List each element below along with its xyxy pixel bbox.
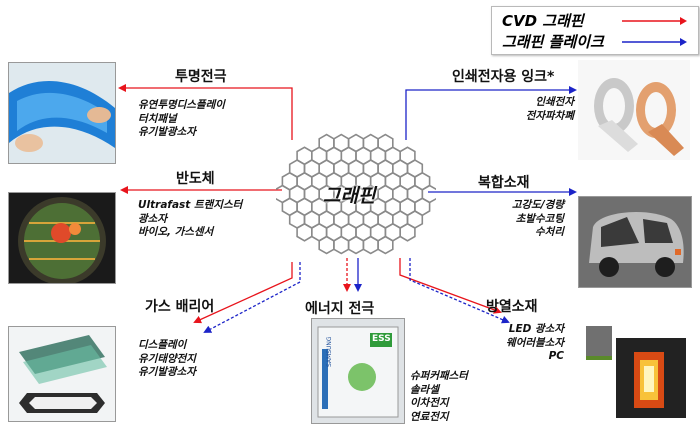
ess-cabinet-photo: ESS SAMSUNG — [311, 318, 405, 424]
hexagon-cell — [296, 222, 313, 242]
legend-flake-label: 그래핀 플레이크 — [502, 33, 604, 51]
list-item: 솔라셀 — [410, 383, 439, 396]
list-item: 초발수코팅 — [515, 212, 564, 225]
list-item: 연료전지 — [410, 410, 449, 423]
heat-dissipation-title: 방열소재 — [486, 299, 538, 315]
led-thermal-photo — [578, 316, 690, 422]
transparent-electrode-items: 유연투명디스플레이 터치패널 유기발광소자 — [138, 99, 225, 140]
legend-flake-arrow — [622, 38, 687, 46]
semiconductor-items: Ultrafast 트랜지스터 광소자 바이오, 가스센서 — [138, 199, 242, 240]
list-item: 디스플레이 — [138, 339, 187, 351]
list-item: 유기발광소자 — [138, 126, 196, 138]
hexagon-cell — [362, 235, 379, 255]
flexible-display-photo — [8, 62, 116, 164]
heat-dissipation-items: LED 광소자 웨어러블소자 PC — [474, 323, 564, 364]
tape-rolls-photo — [578, 60, 690, 160]
gas-barrier-items: 디스플레이 유기태양전지 유기발광소자 — [138, 339, 196, 380]
composite-items: 고강도/경량 초발수코팅 수처리 — [478, 199, 564, 240]
arrow-transparent-electrode — [118, 84, 293, 140]
barrier-film-photo — [8, 326, 116, 422]
list-item: 고강도/경량 — [511, 199, 564, 211]
graphene-hexagon-mesh — [276, 133, 436, 255]
center-graphene-label: 그래핀 — [323, 185, 376, 207]
hexagon-cell — [318, 235, 335, 255]
energy-electrode-title: 에너지 전극 — [305, 301, 375, 317]
gas-barrier-title: 가스 배리어 — [145, 299, 215, 315]
ess-brand-text: SAMSUNG — [326, 336, 333, 367]
list-item: 수처리 — [535, 226, 564, 238]
legend-box: CVD 그래핀 그래핀 플레이크 — [491, 6, 699, 55]
list-item: 유기발광소자 — [138, 366, 196, 378]
arrow-gas-barrier — [193, 262, 301, 333]
legend-cvd-label: CVD 그래핀 — [502, 12, 584, 30]
composite-title: 복합소재 — [478, 175, 530, 191]
list-item: 광소자 — [138, 212, 167, 225]
concept-car-photo — [578, 196, 692, 288]
list-item: 웨어러블소자 — [506, 336, 564, 349]
arrow-heat-dissipation — [399, 258, 510, 324]
list-item: 유기태양전지 — [138, 352, 196, 365]
list-item: 슈퍼커패스터 — [410, 370, 468, 382]
hexagon-cell — [333, 235, 350, 255]
list-item: 바이오, 가스센서 — [138, 226, 214, 238]
ess-badge-text: ESS — [372, 334, 391, 344]
arrow-energy-electrode — [343, 258, 362, 292]
list-item: 인쇄전자 — [535, 96, 574, 108]
hexagon-cell — [347, 235, 365, 255]
wafer-photo — [8, 192, 116, 284]
printed-ink-title: 인쇄전자용 잉크* — [452, 69, 555, 85]
hexagon-cell — [377, 235, 394, 255]
hexagon-cell — [399, 222, 416, 242]
list-item: Ultrafast 트랜지스터 — [138, 199, 243, 211]
list-item: PC — [548, 350, 564, 362]
semiconductor-title: 반도체 — [176, 171, 215, 187]
list-item: 터치패널 — [138, 112, 177, 125]
energy-electrode-items: 슈퍼커패스터 솔라셀 이차전지 연료전지 — [410, 370, 468, 424]
list-item: LED 광소자 — [508, 323, 564, 335]
printed-ink-items: 인쇄전자 전자파차폐 — [478, 96, 574, 123]
transparent-electrode-title: 투명전극 — [175, 69, 227, 85]
arrow-printed-ink — [405, 86, 577, 140]
legend-cvd-arrow — [622, 17, 687, 25]
list-item: 이차전지 — [410, 397, 449, 409]
list-item: 유연투명디스플레이 — [138, 99, 225, 111]
list-item: 전자파차폐 — [525, 109, 574, 122]
